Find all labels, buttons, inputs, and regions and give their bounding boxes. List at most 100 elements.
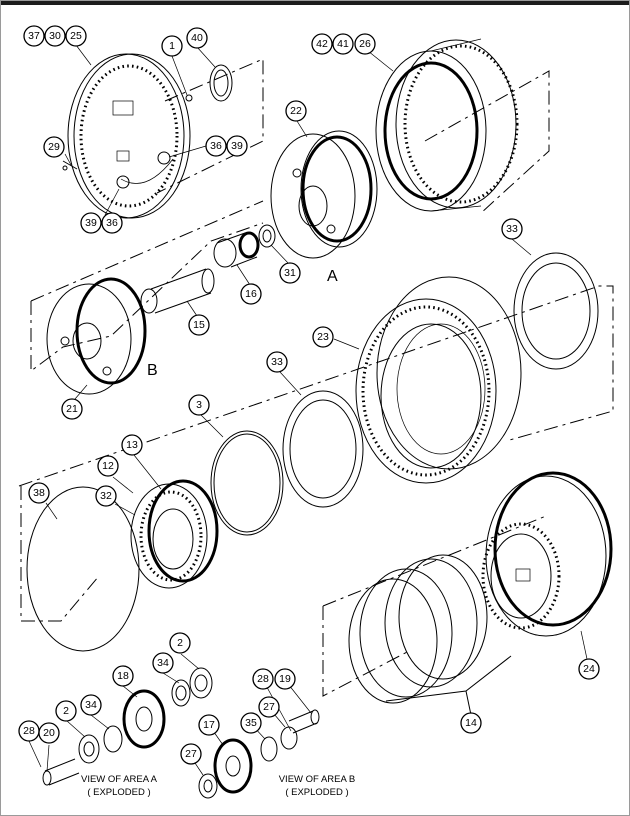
- svg-text:39: 39: [231, 140, 243, 152]
- callout-35: 35: [240, 712, 262, 734]
- svg-text:35: 35: [245, 717, 257, 729]
- bolt-29-part: [62, 160, 78, 171]
- callout-24: 24: [578, 658, 600, 680]
- callout-27-upper: 27: [258, 696, 280, 718]
- bearing-assembly-part: [130, 479, 219, 589]
- svg-text:17: 17: [203, 719, 215, 731]
- svg-text:33: 33: [506, 223, 518, 235]
- svg-text:29: 29: [48, 141, 60, 153]
- svg-text:38: 38: [33, 487, 45, 499]
- callout-19: 19: [274, 668, 296, 690]
- housing-23-part: [355, 276, 522, 484]
- svg-text:32: 32: [100, 490, 112, 502]
- svg-text:24: 24: [583, 663, 595, 675]
- svg-text:2: 2: [177, 637, 183, 649]
- callout-33-upper: 33: [501, 218, 523, 240]
- svg-text:42: 42: [316, 38, 328, 50]
- callout-40: 40: [186, 27, 208, 49]
- svg-text:31: 31: [284, 267, 296, 279]
- hub-24-part: [481, 471, 613, 637]
- callout-32: 32: [95, 485, 117, 507]
- callout-14: 14: [460, 712, 482, 734]
- seal-33a-part: [513, 252, 599, 370]
- area-a-caption-title: VIEW OF AREA A: [81, 774, 158, 785]
- callout-34-upper: 34: [152, 652, 174, 674]
- callout-26: 26: [354, 33, 376, 55]
- callout-23: 23: [312, 326, 334, 348]
- callout-28-left: 28: [18, 720, 40, 742]
- svg-text:28: 28: [23, 725, 35, 737]
- svg-text:1: 1: [169, 40, 175, 52]
- svg-text:25: 25: [70, 30, 82, 42]
- seal-40-part: [209, 64, 233, 102]
- ring-gear-26-part: [375, 38, 519, 212]
- svg-text:34: 34: [157, 657, 169, 669]
- svg-text:22: 22: [290, 105, 302, 117]
- svg-text:12: 12: [102, 460, 114, 472]
- callout-13: 13: [121, 434, 143, 456]
- svg-text:39: 39: [85, 217, 97, 229]
- svg-text:13: 13: [126, 439, 138, 451]
- callout-39-lower: 39: [80, 212, 102, 234]
- callout-12: 12: [97, 455, 119, 477]
- svg-text:2: 2: [63, 705, 69, 717]
- callout-2-lower: 2: [55, 700, 77, 722]
- svg-text:15: 15: [193, 319, 205, 331]
- callout-1: 1: [161, 35, 183, 57]
- svg-text:28: 28: [257, 673, 269, 685]
- callout-16: 16: [240, 283, 262, 305]
- area-a-letter: A: [327, 268, 338, 285]
- area-b-letter: B: [147, 362, 158, 379]
- callout-22: 22: [285, 100, 307, 122]
- o-ring-38-part: [26, 486, 140, 652]
- svg-text:20: 20: [43, 727, 55, 739]
- area-a-parts: [42, 667, 213, 786]
- callout-31: 31: [279, 262, 301, 284]
- callout-33-lower: 33: [266, 351, 288, 373]
- svg-text:36: 36: [210, 140, 222, 152]
- callout-41: 41: [332, 33, 354, 55]
- sun-gear-16-part: [213, 231, 260, 268]
- callout-38: 38: [28, 482, 50, 504]
- svg-text:36: 36: [106, 217, 118, 229]
- seal-group-14-part: [348, 554, 488, 704]
- callout-36-upper: 36: [205, 135, 227, 157]
- svg-text:27: 27: [263, 701, 275, 713]
- svg-text:21: 21: [66, 403, 78, 415]
- svg-text:30: 30: [49, 30, 61, 42]
- callout-18: 18: [112, 665, 134, 687]
- washer-31-part: [258, 224, 276, 248]
- callout-27-lower: 27: [180, 743, 202, 765]
- leader-lines: [28, 44, 588, 776]
- callout-25: 25: [65, 25, 87, 47]
- svg-text:33: 33: [271, 356, 283, 368]
- shaft-15-part: [140, 268, 215, 314]
- svg-text:37: 37: [28, 30, 40, 42]
- callout-36-lower: 36: [101, 212, 123, 234]
- svg-text:27: 27: [185, 748, 197, 760]
- callout-30: 30: [44, 25, 66, 47]
- svg-text:3: 3: [196, 399, 202, 411]
- carrier-21-part: [46, 277, 147, 395]
- svg-text:19: 19: [279, 673, 291, 685]
- callout-3: 3: [188, 394, 210, 416]
- svg-text:23: 23: [317, 331, 329, 343]
- o-ring-3-part: [210, 430, 284, 536]
- callout-37: 37: [23, 25, 45, 47]
- callout-20: 20: [38, 722, 60, 744]
- plug-1-part: [185, 94, 193, 102]
- area-b-caption-title: VIEW OF AREA B: [279, 774, 356, 785]
- svg-text:40: 40: [191, 32, 203, 44]
- frame-top-edge: [1, 1, 629, 5]
- svg-text:26: 26: [359, 38, 371, 50]
- svg-text:41: 41: [337, 38, 349, 50]
- svg-text:18: 18: [117, 670, 129, 682]
- svg-text:34: 34: [85, 699, 97, 711]
- area-a-caption-sub: ( EXPLODED ): [87, 787, 150, 798]
- carrier-22-part: [270, 130, 378, 259]
- seal-33b-part: [282, 390, 364, 508]
- callout-17: 17: [198, 714, 220, 736]
- callout-21: 21: [61, 398, 83, 420]
